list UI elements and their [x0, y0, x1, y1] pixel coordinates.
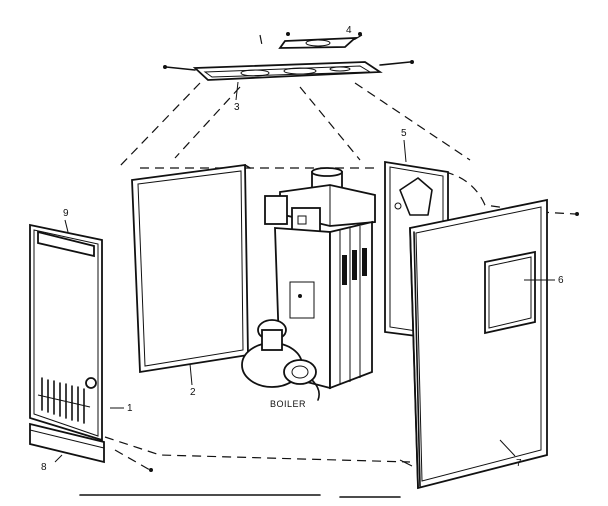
boiler-unit — [241, 167, 376, 401]
label-part-1: 1 — [127, 403, 133, 414]
label-part-2: 2 — [190, 387, 196, 398]
label-part-7: 7 — [516, 458, 522, 469]
leader-lines — [54, 219, 555, 467]
screw-dot — [149, 468, 153, 472]
label-part-9: 9 — [63, 208, 69, 219]
label-part-3: 3 — [234, 102, 240, 113]
label-part-8: 8 — [41, 462, 47, 473]
part-1-front-panel — [29, 223, 103, 442]
part-7-right-side-panel — [409, 198, 548, 490]
louver-grille — [37, 377, 91, 424]
part-8-kick-plate — [29, 422, 105, 464]
label-part-5: 5 — [401, 128, 407, 139]
label-part-4: 4 — [346, 25, 352, 36]
screw-dot-right — [575, 212, 579, 216]
part-2-left-side-panel — [131, 163, 253, 386]
assembly-lines — [104, 34, 576, 471]
part-3-top-cover — [163, 60, 414, 101]
part-6-access-cover — [484, 250, 536, 335]
label-boiler: BOILER — [270, 399, 306, 409]
label-part-6: 6 — [558, 275, 564, 286]
part-4-gasket — [278, 32, 362, 49]
